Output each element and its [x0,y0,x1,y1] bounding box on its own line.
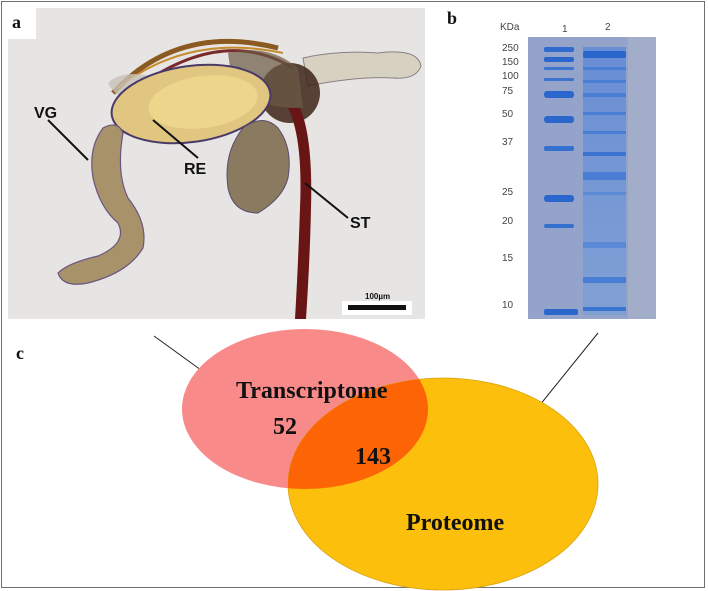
re-pointer-line [152,119,199,159]
annotation-vg: VG [34,105,57,122]
marker-25: 25 [502,187,514,198]
marker-75: 75 [502,86,514,97]
lane-label-1: 1 [562,24,568,35]
marker-100: 100 [502,71,519,82]
marker-15: 15 [502,253,514,264]
panel-label-c: c [16,343,24,363]
intersection-count: 143 [355,444,391,470]
marker-50: 50 [502,109,514,120]
gel-image [528,37,656,319]
scale-bar-label: 100µm [365,292,390,301]
marker-150: 150 [502,57,519,68]
st-pointer-line [304,182,349,219]
scale-bar [348,305,406,310]
panel-label-b: b [447,8,458,28]
gel-bands [528,37,656,319]
intersection-region [288,378,428,489]
marker-250: 250 [502,43,519,54]
micrograph-illustration: VG RE ST 100µm [8,8,425,319]
marker-20: 20 [502,216,514,227]
panel-label-a: a [6,5,36,39]
transcriptome-label: Transcriptome [236,378,388,404]
lane-label-2: 2 [605,22,611,33]
marker-37: 37 [502,137,514,148]
proteome-label: Proteome [406,510,505,536]
transcriptome-only-count: 52 [273,414,297,440]
panel-a-micrograph: VG RE ST 100µm [8,8,425,319]
annotation-re: RE [184,161,207,178]
kda-unit-label: KDa [500,22,520,33]
marker-10: 10 [502,300,514,311]
venn-diagram: Transcriptome 52 143 Proteome [153,329,599,591]
annotation-st: ST [350,215,371,232]
vg-pointer-line [47,119,89,161]
